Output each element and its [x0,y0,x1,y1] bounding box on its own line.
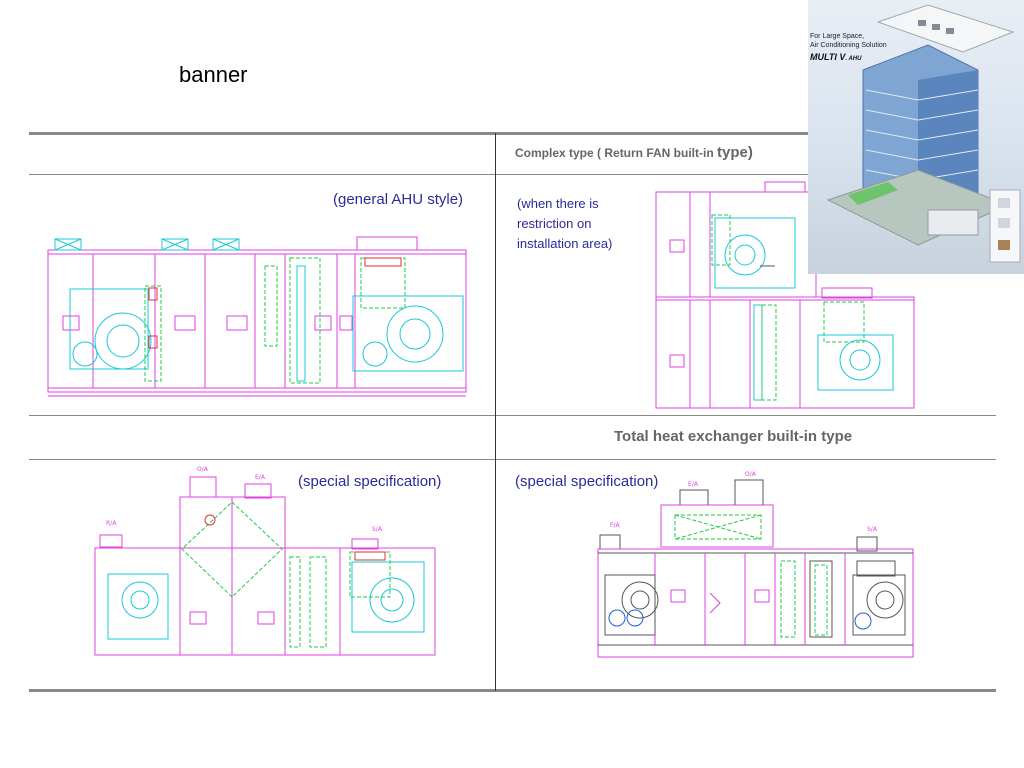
caption-restriction: (when there is restriction on installati… [517,196,613,251]
ea-label: E/A [255,474,266,481]
table-column-divider [495,133,496,691]
brochure-brand: MULTI V. AHU [810,52,861,62]
oa-label-right: O/A [745,471,757,478]
complex-type-diagram [655,181,915,409]
brochure-line-1: For Large Space, [810,33,865,40]
brochure-image: For Large Space, Air Conditioning Soluti… [808,0,1024,274]
oa-label: O/A [197,466,209,473]
brochure-brand-name: MULTI V [810,52,846,62]
total-heat-exchanger-header: Total heat exchanger built-in type [614,428,853,445]
sa-label-right: S/A [867,526,878,533]
table-bottom-rule [29,689,996,692]
caption-special-left: (special specification) [298,473,442,490]
complex-type-header-main: Complex type ( Return FAN built-in [515,146,714,160]
caption-general-ahu: (general AHU style) [333,191,464,208]
special-spec-right-diagram: E/A O/A F/A S/A [597,471,914,658]
special-spec-left-diagram: O/A E/A R/A S/A [94,466,436,656]
table-top-rule [29,132,996,135]
brochure-line-2: Air Conditioning Solution [810,42,887,49]
complex-type-header: Complex type ( Return FAN built-in type) [515,144,753,161]
sa-label: S/A [372,526,383,533]
fa-label-right: F/A [610,522,620,529]
row1-header-rule [29,174,996,175]
ea-label-right: E/A [688,481,699,488]
general-ahu-diagram [47,236,467,397]
complex-type-header-suffix: type) [717,144,753,161]
building-illustration [826,4,1021,263]
caption-special-right: (special specification) [515,473,659,490]
row2-header-rule [29,459,996,460]
ra-label: R/A [106,520,117,527]
slide-title: banner [179,62,248,87]
brochure-brand-suffix: . AHU [845,56,862,62]
row2-top-rule [29,415,996,416]
brochure-tagline: For Large Space, Air Conditioning Soluti… [810,32,887,50]
